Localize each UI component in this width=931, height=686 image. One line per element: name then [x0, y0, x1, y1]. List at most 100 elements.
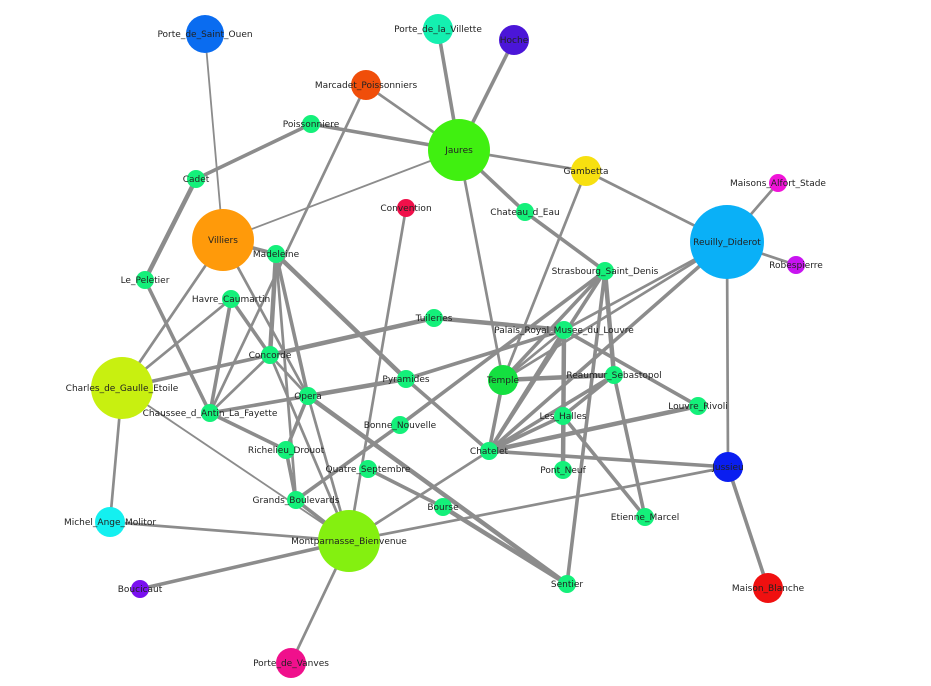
edge-Palais_Royal_Musee_du_Louvre-Louvre_Rivoli: [562, 328, 700, 408]
node-Marcadet_Poissonniers[interactable]: Marcadet_Poissonniers: [315, 70, 418, 100]
edge-Poissonniere-Cadet: [194, 122, 313, 181]
edge-Chaussee_d_Antin_La_Fayette-Richelieu_Drouot: [208, 411, 288, 452]
edge-Strasbourg_Saint_Denis-Chatelet: [487, 269, 607, 453]
node-circle[interactable]: [713, 452, 743, 482]
edge-Les_Halles-Etienne_Marcel: [561, 414, 647, 519]
node-circle[interactable]: [555, 321, 573, 339]
edge-Reaumur_Sebastopol-Etienne_Marcel: [612, 373, 647, 519]
node-circle[interactable]: [499, 25, 529, 55]
node-Charles_de_Gaulle_Etoile[interactable]: Charles_de_Gaulle_Etoile: [66, 357, 179, 419]
node-Le_Peletier[interactable]: Le_Peletier: [121, 271, 170, 289]
node-circle[interactable]: [488, 365, 518, 395]
node-Boucicaut[interactable]: Boucicaut: [118, 580, 163, 598]
node-circle[interactable]: [318, 510, 380, 572]
node-circle[interactable]: [261, 346, 279, 364]
edge-Convention-Montparnasse_Bienvenue: [347, 206, 408, 543]
node-Porte_de_la_Villette[interactable]: Porte_de_la_Villette: [394, 14, 482, 44]
node-circle[interactable]: [201, 404, 219, 422]
node-Jaures[interactable]: Jaures: [428, 119, 490, 181]
node-circle[interactable]: [434, 498, 452, 516]
node-circle[interactable]: [131, 580, 149, 598]
node-Reuilly_Diderot[interactable]: Reuilly_Diderot: [690, 205, 764, 279]
node-circle[interactable]: [428, 119, 490, 181]
node-circle[interactable]: [302, 115, 320, 133]
node-circle[interactable]: [753, 573, 783, 603]
edge-Chatelet-Louvre_Rivoli: [486, 403, 701, 454]
edge-Chatelet-Jussieu: [487, 449, 730, 469]
edge-Havre_Caumartin-Concorde: [229, 297, 272, 357]
node-Etienne_Marcel[interactable]: Etienne_Marcel: [611, 508, 679, 526]
node-Chaussee_d_Antin_La_Fayette[interactable]: Chaussee_d_Antin_La_Fayette: [143, 404, 278, 422]
edge-Chatelet-Les_Halles: [487, 414, 565, 453]
node-circle[interactable]: [359, 460, 377, 478]
node-Porte_de_Vanves[interactable]: Porte_de_Vanves: [253, 648, 329, 678]
node-Villiers[interactable]: Villiers: [192, 209, 254, 271]
edge-Bonne_Nouvelle-Grands_Boulevards: [294, 423, 402, 502]
node-circle[interactable]: [299, 387, 317, 405]
node-circle[interactable]: [276, 648, 306, 678]
node-circle[interactable]: [287, 491, 305, 509]
node-circle[interactable]: [425, 309, 443, 327]
node-circle[interactable]: [187, 170, 205, 188]
edge-Concorde-Opera: [268, 353, 310, 398]
node-circle[interactable]: [690, 205, 764, 279]
node-circle[interactable]: [91, 357, 153, 419]
node-circle[interactable]: [391, 416, 409, 434]
edge-Madeleine-Grands_Boulevards: [274, 252, 298, 502]
node-circle[interactable]: [192, 209, 254, 271]
edge-Havre_Caumartin-Chaussee_d_Antin_La_Fayette: [208, 297, 233, 415]
node-circle[interactable]: [769, 174, 787, 192]
node-circle[interactable]: [554, 407, 572, 425]
node-Poissonniere[interactable]: Poissonniere: [283, 115, 340, 133]
node-circle[interactable]: [636, 508, 654, 526]
edge-Montparnasse_Bienvenue-Boucicaut: [138, 539, 351, 591]
node-Gambetta[interactable]: Gambetta: [563, 156, 609, 186]
node-circle[interactable]: [277, 441, 295, 459]
node-circle[interactable]: [351, 70, 381, 100]
edge-Opera-Pyramides: [305, 376, 409, 399]
node-circle[interactable]: [787, 256, 805, 274]
node-Maisons_Alfort_Stade[interactable]: Maisons_Alfort_Stade: [730, 174, 826, 192]
node-circle[interactable]: [554, 461, 572, 479]
edge-Madeleine-Opera: [274, 252, 310, 398]
node-circle[interactable]: [571, 156, 601, 186]
edge-Strasbourg_Saint_Denis-Temple: [501, 269, 607, 382]
node-circle[interactable]: [558, 575, 576, 593]
node-circle[interactable]: [267, 245, 285, 263]
edge-Michel_Ange_Molitor-Montparnasse_Bienvenue: [108, 520, 351, 543]
edge-Reaumur_Sebastopol-Chatelet: [487, 373, 616, 453]
node-circle[interactable]: [136, 271, 154, 289]
node-circle[interactable]: [397, 199, 415, 217]
edge-Le_Peletier-Chaussee_d_Antin_La_Fayette: [143, 278, 212, 415]
node-Jussieu[interactable]: Jussieu: [711, 452, 744, 482]
node-circle[interactable]: [605, 366, 623, 384]
node-circle[interactable]: [222, 290, 240, 308]
node-Hoche[interactable]: Hoche: [499, 25, 529, 55]
edge-Madeleine-Pyramides: [273, 251, 409, 382]
node-Chateau_d_Eau[interactable]: Chateau_d_Eau: [490, 203, 560, 221]
node-circle[interactable]: [516, 203, 534, 221]
edge-Concorde-Chaussee_d_Antin_La_Fayette: [208, 353, 272, 415]
node-circle[interactable]: [596, 262, 614, 280]
edge-Strasbourg_Saint_Denis-Sentier: [565, 269, 607, 586]
edge-Madeleine-Concorde: [267, 251, 279, 358]
node-Michel_Ange_Molitor[interactable]: Michel_Ange_Molitor: [64, 507, 156, 537]
node-circle[interactable]: [95, 507, 125, 537]
node-Convention[interactable]: Convention: [380, 199, 432, 217]
node-Montparnasse_Bienvenue[interactable]: Montparnasse_Bienvenue: [291, 510, 407, 572]
node-Grands_Boulevards[interactable]: Grands_Boulevards: [252, 491, 340, 509]
edge-Concorde-Montparnasse_Bienvenue: [268, 353, 351, 543]
node-circle[interactable]: [480, 442, 498, 460]
node-circle[interactable]: [397, 370, 415, 388]
edge-Porte_de_Saint_Ouen-Villiers: [204, 33, 224, 241]
node-circle[interactable]: [423, 14, 453, 44]
edge-Strasbourg_Saint_Denis-Bonne_Nouvelle: [398, 269, 607, 427]
node-Strasbourg_Saint_Denis[interactable]: Strasbourg_Saint_Denis: [552, 262, 659, 280]
node-circle[interactable]: [689, 397, 707, 415]
node-circle[interactable]: [186, 15, 224, 53]
node-Maison_Blanche[interactable]: Maison_Blanche: [732, 573, 805, 603]
node-Bonne_Nouvelle[interactable]: Bonne_Nouvelle: [364, 416, 437, 434]
edge-Opera-Chaussee_d_Antin_La_Fayette: [208, 394, 310, 415]
node-Madeleine[interactable]: Madeleine: [253, 245, 300, 263]
node-Porte_de_Saint_Ouen[interactable]: Porte_de_Saint_Ouen: [157, 15, 253, 53]
